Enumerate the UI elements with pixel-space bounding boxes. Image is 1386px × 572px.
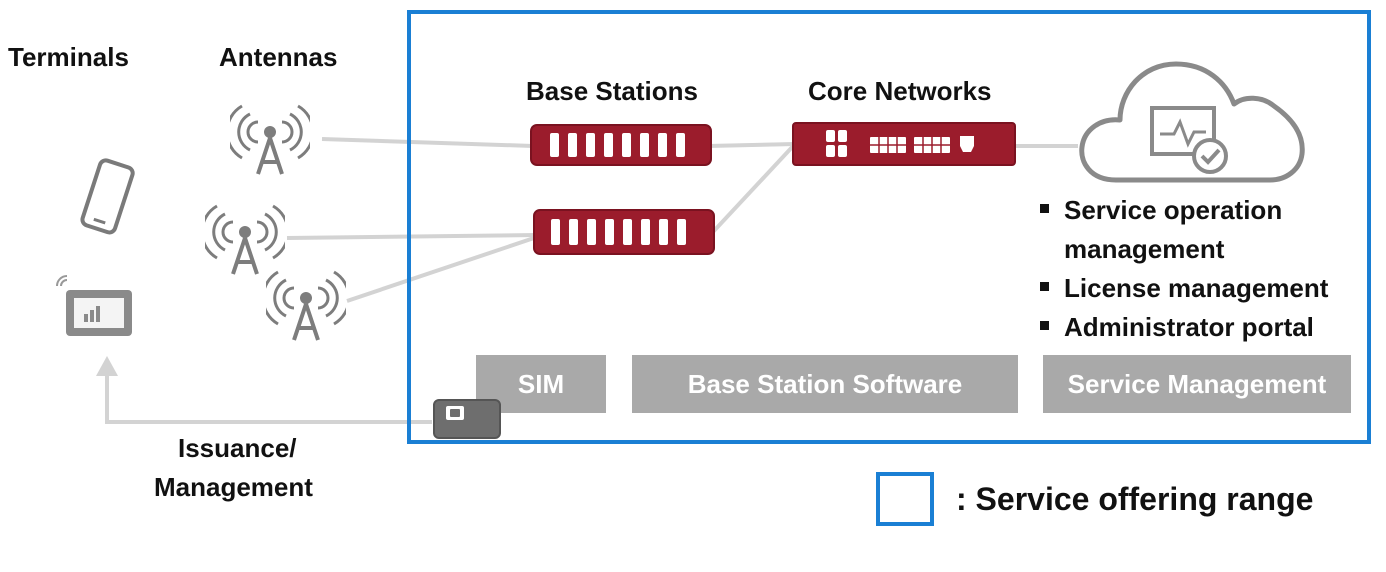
list-item: Administrator portal [1040,308,1334,347]
legend-swatch [876,472,934,526]
legend-label: : Service offering range [956,481,1314,517]
base-station-unit [530,124,712,166]
service-features-list: Service operation management License man… [1040,191,1334,347]
antenna-icon [266,270,346,341]
smartphone-icon [80,158,135,235]
terminals-heading: Terminals [8,42,129,72]
list-item: License management [1040,269,1334,308]
cloud-icon [1079,61,1305,183]
issuance-label-line2: Management [154,472,313,502]
base-stations-heading: Base Stations [526,76,698,106]
antennas-heading: Antennas [219,42,338,72]
sim-card-icon [433,399,501,439]
base-station-unit [533,209,715,255]
service-management-box: Service Management [1043,355,1351,413]
base-station-software-box: Base Station Software [632,355,1018,413]
core-network-unit [792,122,1016,166]
service-offering-range-box [407,10,1371,444]
antenna-icon [205,204,285,275]
core-networks-heading: Core Networks [808,76,992,106]
antenna-icon [230,104,310,175]
list-item: Service operation management [1040,191,1334,269]
issuance-label-line1: Issuance/ [178,433,297,463]
tablet-icon [56,275,132,336]
